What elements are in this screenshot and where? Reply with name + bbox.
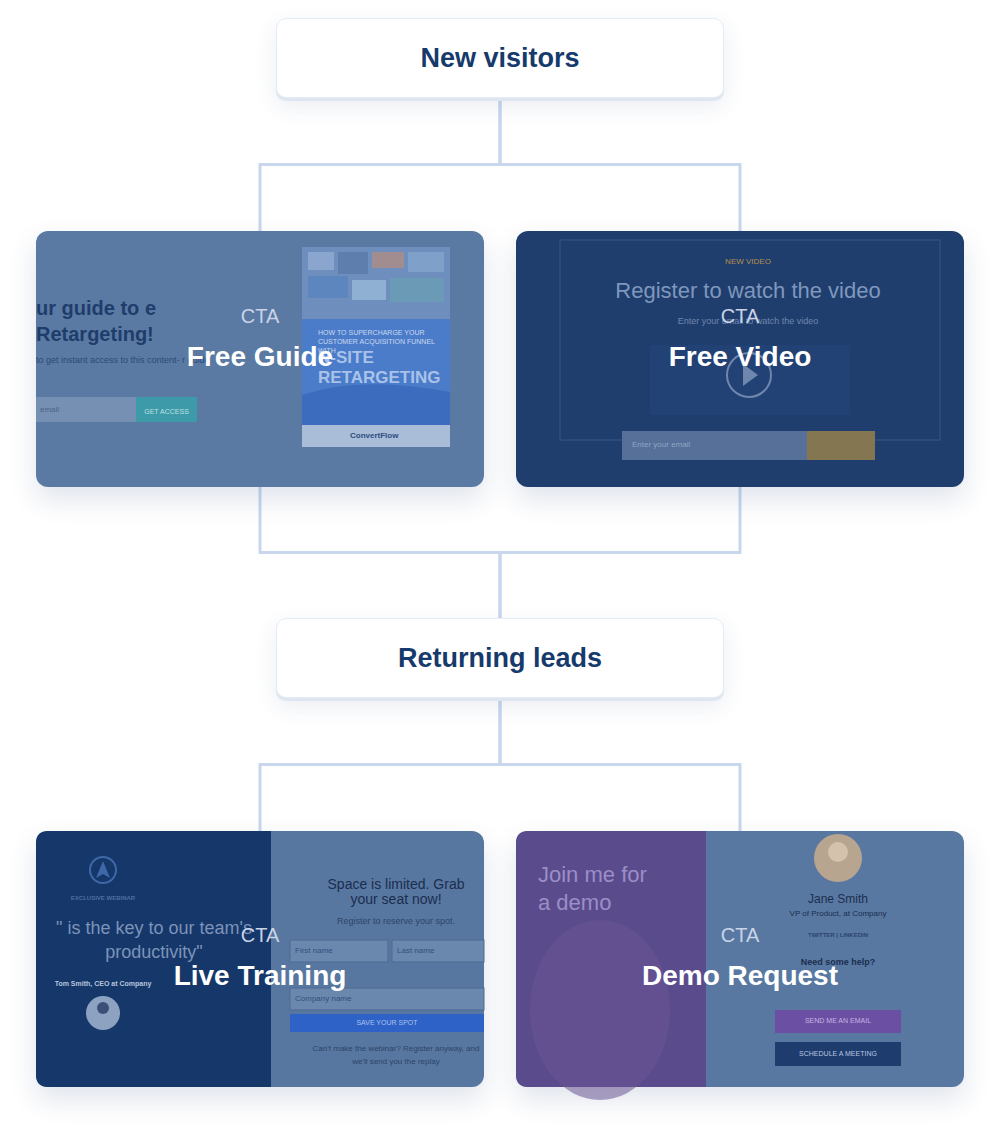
flow-connector xyxy=(260,698,500,831)
cta-tag: CTA xyxy=(36,923,484,947)
box-label: Returning leads xyxy=(398,643,602,674)
mockup-heading: Space is limited. Grab your seat now! xyxy=(316,877,476,907)
mockup-heading: Join me for a demo xyxy=(538,861,663,917)
audience-box: New visitors xyxy=(276,18,724,98)
book-title: N-SITE RETARGETING xyxy=(318,348,453,388)
cta-tag: CTA xyxy=(36,304,484,328)
mockup-eyebrow: EXCLUSIVE WEBINAR xyxy=(43,894,163,902)
cta-title: Live Training xyxy=(36,959,484,993)
flow-connector xyxy=(500,698,740,831)
mockup-role: VP of Product, at Company xyxy=(738,909,938,919)
cta-card: CTA Live Training EXCLUSIVE WEBINAR " is th… xyxy=(36,831,484,1087)
cta-tag: CTA xyxy=(516,304,964,328)
mockup-links: TWITTER | LINKEDIN xyxy=(738,931,938,939)
flow-connector xyxy=(500,487,740,618)
box-label: New visitors xyxy=(420,43,579,74)
mockup-text: Register to reserve your spot. xyxy=(306,916,486,927)
mockup-quote: " is the key to our team's productivity" xyxy=(40,916,268,964)
mockup-button: SCHEDULE A MEETING xyxy=(775,1049,901,1058)
cta-title: Free Video xyxy=(516,340,964,374)
mockup-button: GET ACCESS xyxy=(136,407,197,416)
mockup-button: SAVE YOUR SPOT xyxy=(290,1018,484,1027)
mockup-input: email xyxy=(40,405,120,415)
cta-card: CTAFree VideoNEW VIDEORegister to watch … xyxy=(516,231,964,487)
mockup-note: Can't make the webinar? Register anyway,… xyxy=(306,1042,486,1068)
mockup-input: Enter your email xyxy=(632,440,782,450)
cta-title: Demo Request xyxy=(516,959,964,993)
mockup-heading: Register to watch the video xyxy=(528,278,968,304)
mockup-name: Jane Smith xyxy=(738,892,938,906)
mockup-eyebrow: NEW VIDEO xyxy=(648,257,848,267)
cta-card: CTA Demo Request Join me for a demoJane Sm… xyxy=(516,831,964,1087)
cta-card: CTAFree Guideur guide to e Retargeting!t… xyxy=(36,231,484,487)
flow-connector xyxy=(260,98,500,231)
book-brand: ConvertFlow xyxy=(350,431,440,441)
cta-tag: CTA xyxy=(516,923,964,947)
mockup-field: Last name xyxy=(397,946,477,956)
mockup-byline: Tom Smith, CEO at Company xyxy=(43,979,163,988)
cta-title: Free Guide xyxy=(36,340,484,374)
flow-connector xyxy=(260,487,500,618)
mockup-field: First name xyxy=(295,946,385,956)
mockup-heading: ur guide to e Retargeting! xyxy=(36,295,186,347)
mockup-field: Company name xyxy=(295,994,415,1004)
audience-box: Returning leads xyxy=(276,618,724,698)
mockup-button: SEND ME AN EMAIL xyxy=(775,1016,901,1025)
flow-connector xyxy=(500,98,740,231)
